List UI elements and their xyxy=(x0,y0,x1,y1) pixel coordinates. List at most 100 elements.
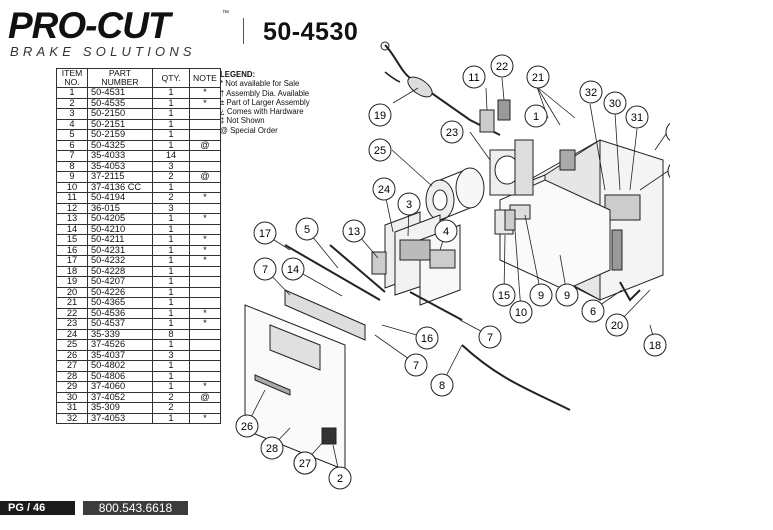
header-part-number: PART NUMBER xyxy=(87,68,153,88)
qty-cell: 1 xyxy=(152,181,190,193)
header-item-no: ITEM NO. xyxy=(56,68,88,88)
callout-circle xyxy=(253,257,277,281)
model-number: 50-4530 xyxy=(263,18,359,46)
legend-item: * Not available for Sale xyxy=(220,79,300,89)
harness-17 xyxy=(329,244,386,293)
note-cell: * xyxy=(189,213,221,225)
part-number-cell: 35-4053 xyxy=(87,160,153,172)
harness-16 xyxy=(409,291,463,321)
callout-circle xyxy=(235,414,259,438)
header-divider xyxy=(243,18,244,44)
callout-9: 9 xyxy=(555,283,579,307)
callout-label: 11 xyxy=(468,72,479,84)
qty-cell: 1 xyxy=(152,265,190,277)
part-number-cell: 50-2159 xyxy=(87,129,153,141)
qty-cell: 1 xyxy=(152,255,190,267)
foot-20 xyxy=(619,281,641,302)
note-cell: @ xyxy=(189,391,221,403)
qty-cell: 1 xyxy=(152,87,190,99)
callout-circle xyxy=(281,257,305,281)
callout-label: 6 xyxy=(590,306,596,318)
circuit-boards xyxy=(384,211,461,306)
callout-label: 16 xyxy=(421,333,433,345)
callout-11: 11 xyxy=(462,65,486,89)
callout-circle xyxy=(253,221,277,245)
part-number-cell: 50-4535 xyxy=(87,97,153,109)
item-no-cell: 30 xyxy=(56,391,88,403)
note-cell: * xyxy=(189,97,221,109)
callout-circle xyxy=(625,105,649,129)
callout-circle xyxy=(529,283,553,307)
callout-label: 32 xyxy=(585,87,597,99)
note-cell xyxy=(189,370,221,382)
part-number-cell: 50-2150 xyxy=(87,108,153,120)
callout-7: 7 xyxy=(404,353,428,377)
pro-cut-logo: PRO-CUT ™ BRAKE SOLUTIONS xyxy=(8,6,233,60)
item-no-cell: 28 xyxy=(56,370,88,382)
qty-cell: 1 xyxy=(152,129,190,141)
callout-circle xyxy=(555,283,579,307)
callout-circle xyxy=(260,436,284,460)
note-cell xyxy=(189,286,221,298)
item-no-cell: 2 xyxy=(56,97,88,109)
item-no-cell: 16 xyxy=(56,244,88,256)
harness-14 xyxy=(284,244,381,301)
callout-22: 22 xyxy=(490,54,514,78)
callout-circle xyxy=(404,353,428,377)
callout-17: 17 xyxy=(253,221,277,245)
part-number-cell: 50-4226 xyxy=(87,286,153,298)
part-number-cell: 35-309 xyxy=(87,402,153,414)
callout-8: 8 xyxy=(430,373,454,397)
qty-cell: 1 xyxy=(152,297,190,309)
callout-7: 7 xyxy=(253,257,277,281)
callout-label: 14 xyxy=(287,264,299,276)
callout-5: 5 xyxy=(295,217,319,241)
note-cell xyxy=(189,402,221,414)
note-cell xyxy=(189,181,221,193)
item-no-cell: 13 xyxy=(56,213,88,225)
note-cell xyxy=(189,339,221,351)
note-cell: @ xyxy=(189,139,221,151)
callout-label: 5 xyxy=(304,224,310,236)
rail-15 xyxy=(284,289,366,341)
part-number-cell: 50-4802 xyxy=(87,360,153,372)
logo-trademark: ™ xyxy=(222,10,229,17)
qty-cell: 3 xyxy=(152,202,190,214)
callout-circle xyxy=(492,283,516,307)
note-cell xyxy=(189,118,221,130)
callout-13: 13 xyxy=(342,219,366,243)
part-number-cell: 50-2151 xyxy=(87,118,153,130)
item-no-cell: 8 xyxy=(56,160,88,172)
callout-label: 25 xyxy=(374,145,386,157)
callout-circle xyxy=(643,333,667,357)
part-number-cell: 37-4526 xyxy=(87,339,153,351)
logo-tagline: BRAKE SOLUTIONS xyxy=(10,44,196,59)
qty-cell: 1 xyxy=(152,360,190,372)
part-number-cell: 50-4232 xyxy=(87,255,153,267)
item-no-cell: 4 xyxy=(56,118,88,130)
callout-28: 28 xyxy=(260,436,284,460)
callout-15: 15 xyxy=(492,283,516,307)
part-number-cell: 50-4228 xyxy=(87,265,153,277)
callout-20: 20 xyxy=(605,313,629,337)
callout-label: 7 xyxy=(487,332,493,344)
callout-label: 8 xyxy=(439,380,445,392)
callout-2: 2 xyxy=(328,466,352,490)
callout-30: 30 xyxy=(603,91,627,115)
part-number-cell: 50-4531 xyxy=(87,87,153,99)
callout-circle xyxy=(293,451,317,475)
callout-label: 13 xyxy=(348,226,360,238)
callout-label: 30 xyxy=(609,98,621,110)
callout-label: 17 xyxy=(259,228,271,240)
